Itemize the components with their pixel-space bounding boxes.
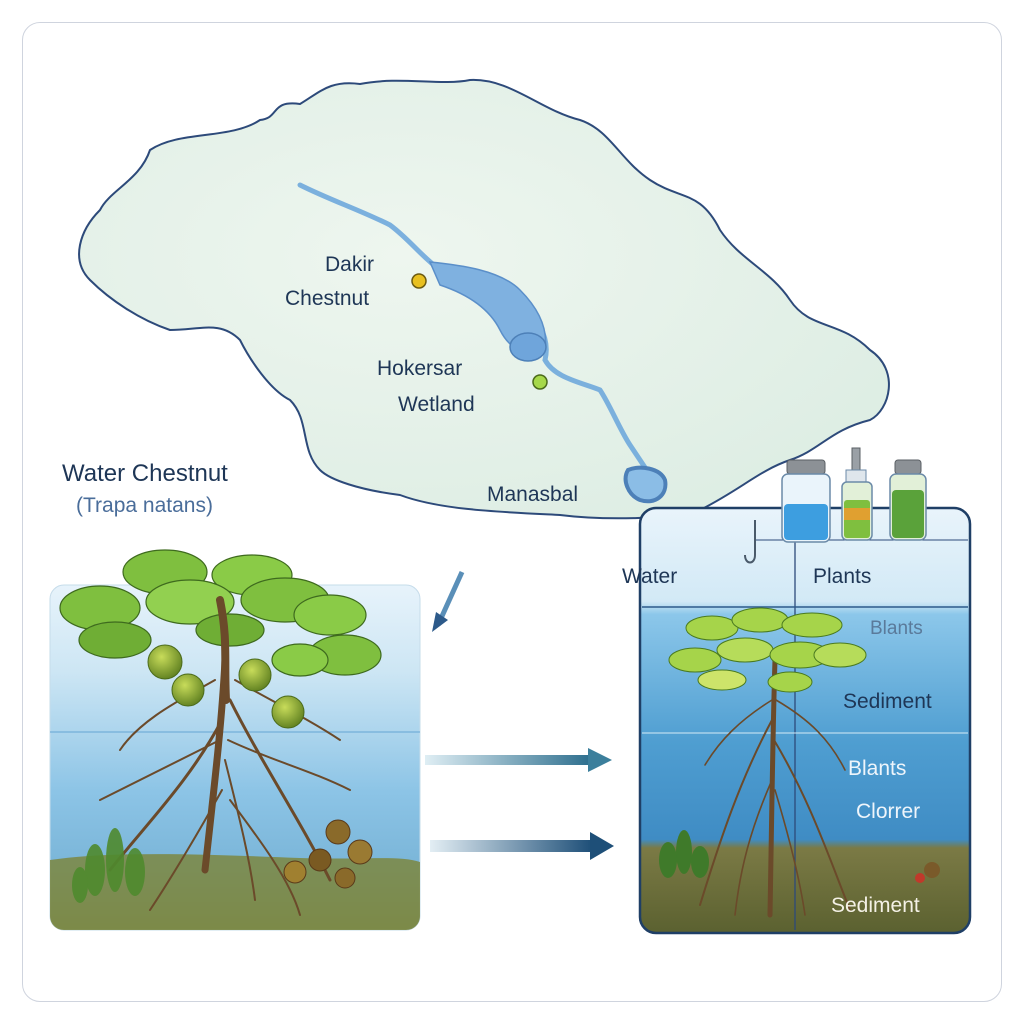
- site-marker-dakir[interactable]: [411, 273, 427, 289]
- zone-label-4: Clorrer: [856, 800, 921, 823]
- flow-arrow-2-head: [590, 832, 614, 860]
- site-label-hokersar-line2: Wetland: [398, 393, 475, 416]
- sampling-plant: [668, 607, 867, 918]
- sediment-left: [50, 854, 420, 930]
- panel-plant: [49, 549, 421, 931]
- lake-hokersar: [509, 332, 547, 362]
- sample-bottle-plant: [841, 447, 873, 541]
- zone-label-3: Blants: [848, 757, 907, 780]
- chestnut-fruits: [147, 644, 305, 729]
- sample-bottle-sediment: [889, 459, 927, 541]
- sample-bottle-water: [781, 459, 831, 543]
- sediment-debris: [915, 862, 940, 883]
- panel-sampling: [638, 506, 972, 935]
- flow-arrows: [425, 748, 614, 860]
- site-marker-hokersar[interactable]: [532, 374, 548, 390]
- flow-arrow-1-head: [588, 748, 612, 772]
- flow-arrow-2: [430, 840, 592, 852]
- lake-manasbal: [623, 465, 668, 504]
- flow-arrow-1: [425, 755, 590, 765]
- site-label-dakir-line2: Chestnut: [285, 287, 370, 310]
- zone-label-5: Sediment: [831, 894, 920, 917]
- aquatic-weeds: [72, 828, 145, 903]
- zone-label-2: Sediment: [843, 690, 932, 713]
- site-label-manasbal: Manasbal: [487, 483, 579, 506]
- sampling-hook: [744, 520, 756, 564]
- species-scientific-name: (Trapa natans): [76, 494, 213, 517]
- zone-label-1: Blants: [870, 618, 923, 639]
- sample-bottles: [781, 447, 927, 543]
- site-label-dakir-line1: Dakir: [325, 253, 375, 276]
- site-label-hokersar-line1: Hokersar: [377, 357, 463, 380]
- column-label-water: Water: [622, 565, 678, 588]
- plant-stem: [216, 596, 230, 704]
- pointer-arrow: [432, 570, 465, 632]
- sediment-weeds: [659, 830, 709, 878]
- column-label-plants: Plants: [813, 565, 872, 588]
- species-common-name: Water Chestnut: [62, 460, 228, 487]
- fallen-nuts: [283, 819, 373, 889]
- plant-leaves: [59, 549, 382, 677]
